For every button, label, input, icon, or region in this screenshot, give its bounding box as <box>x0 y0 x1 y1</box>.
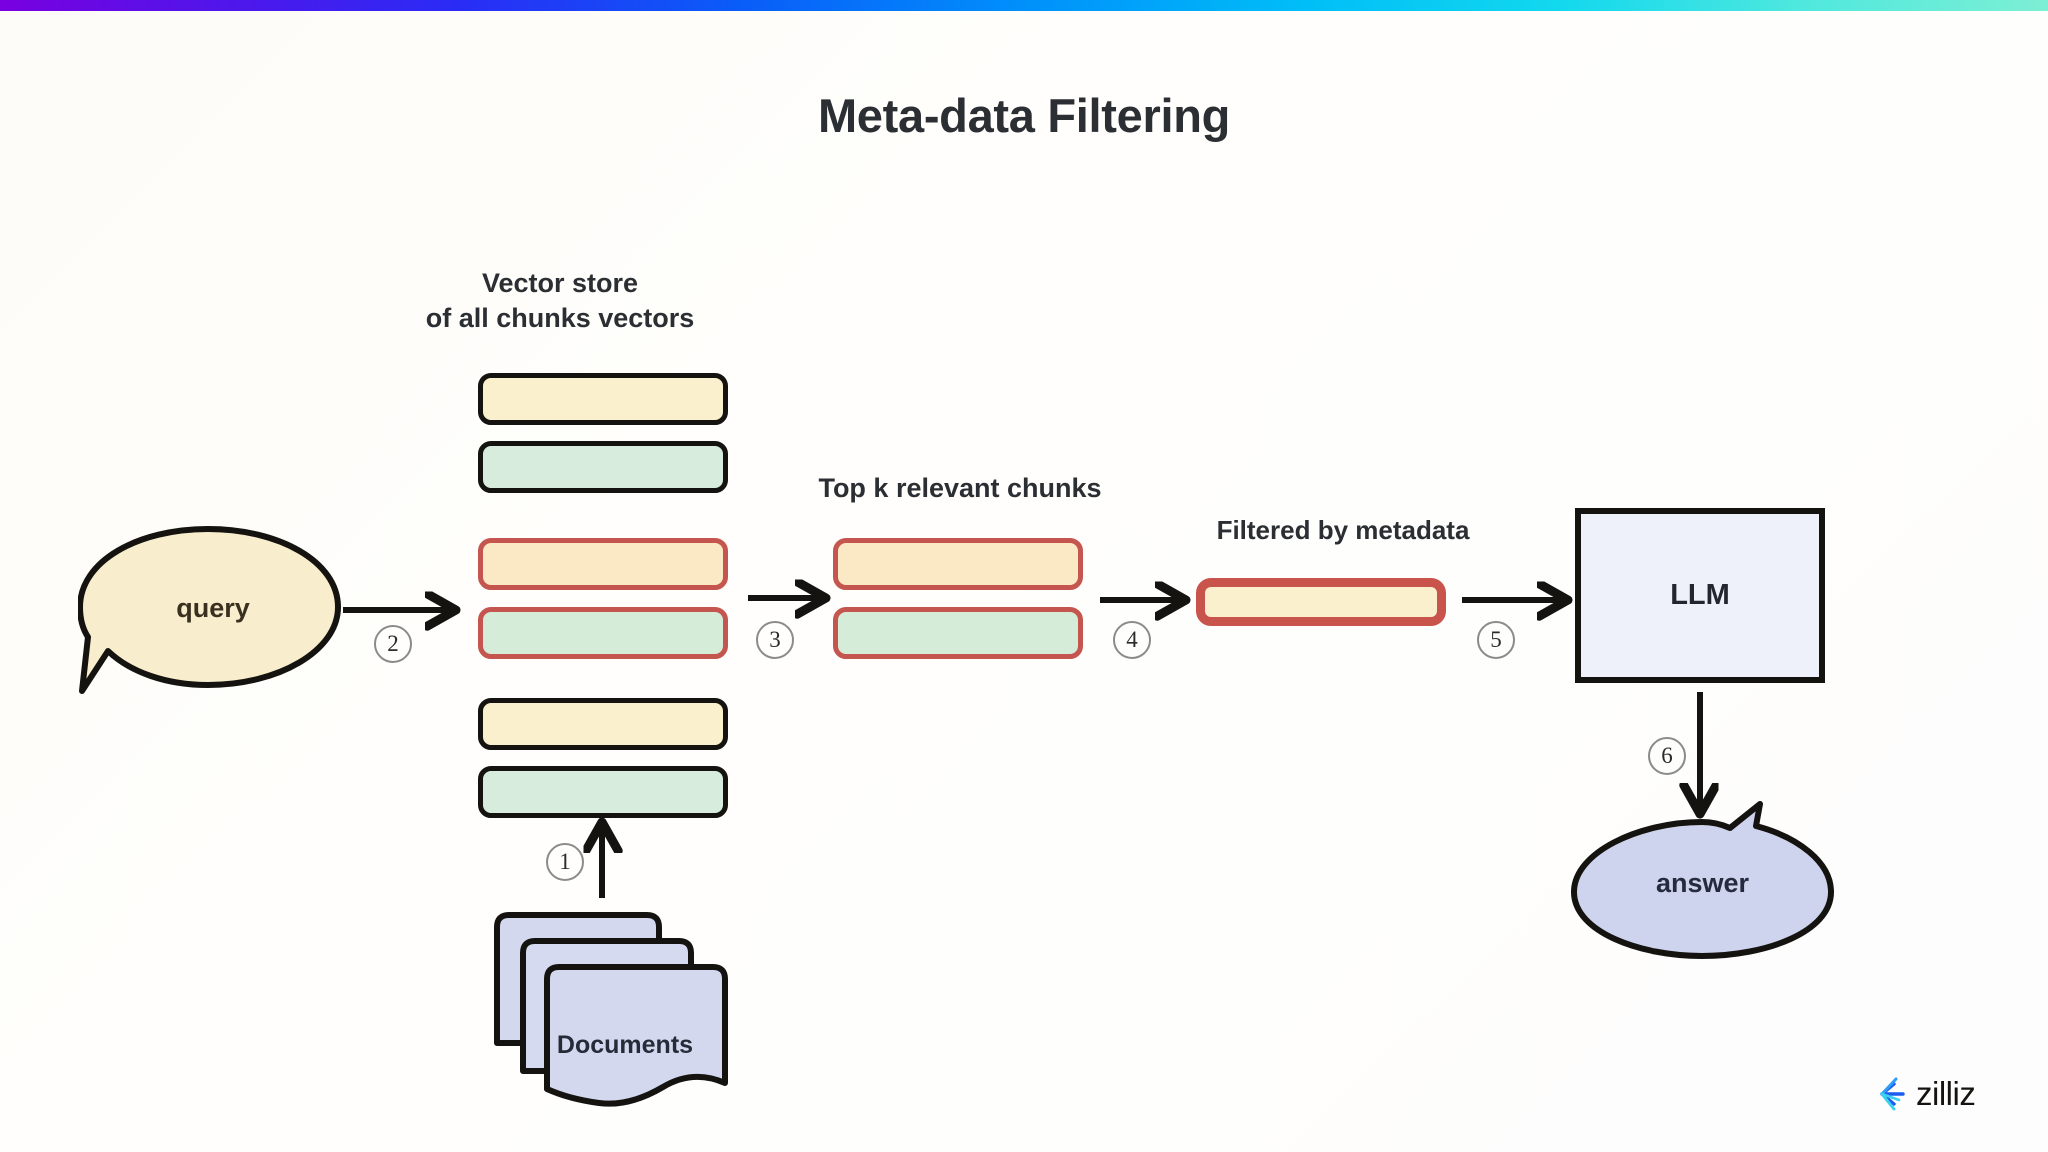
step-circle-4: 4 <box>1113 621 1151 659</box>
step-circle-3: 3 <box>756 621 794 659</box>
step-circle-6: 6 <box>1648 737 1686 775</box>
answer-bubble: answer <box>1570 800 1835 960</box>
vector-store-chunk-1 <box>478 373 728 425</box>
step-circle-5: 5 <box>1477 621 1515 659</box>
zilliz-logo-text: zilliz <box>1916 1075 1976 1112</box>
vector-store-label-line1: Vector store <box>481 268 639 298</box>
top-k-label: Top k relevant chunks <box>818 473 1102 503</box>
page-title: Meta-data Filtering <box>817 89 1231 142</box>
filtered-by-metadata-label: Filtered by metadata <box>1216 515 1470 545</box>
query-bubble-shape <box>77 526 341 694</box>
vector-store-chunk-4 <box>478 607 728 659</box>
step-circle-2-label: 2 <box>387 631 399 656</box>
filtered-chunk-1 <box>1196 578 1446 626</box>
step-circle-2: 2 <box>374 625 412 663</box>
vector-store-label: Vector store of all chunks vectors <box>380 266 740 335</box>
vector-store-chunk-2 <box>478 441 728 493</box>
step-circle-1-label: 1 <box>559 849 571 874</box>
step-circle-6-label: 6 <box>1661 743 1673 768</box>
query-bubble: query <box>77 525 348 695</box>
top-gradient-bar <box>0 0 2048 11</box>
step-circle-5-label: 5 <box>1490 627 1502 652</box>
vector-store-chunk-5 <box>478 698 728 750</box>
vector-store-chunk-3 <box>478 538 728 590</box>
step-circle-4-label: 4 <box>1126 627 1138 652</box>
vector-store-chunk-6 <box>478 766 728 818</box>
top-k-chunk-2 <box>833 607 1083 659</box>
zilliz-logo-mark <box>1880 1077 1905 1111</box>
llm-label: LLM <box>1670 579 1730 611</box>
step-circle-3-label: 3 <box>769 627 781 652</box>
step-circle-1: 1 <box>546 843 584 881</box>
llm-box: LLM <box>1575 508 1825 683</box>
documents-stack: Documents <box>485 905 765 1120</box>
top-k-chunk-1 <box>833 538 1083 590</box>
documents-shape <box>494 912 728 1107</box>
vector-store-label-line2: of all chunks vectors <box>425 302 695 333</box>
zilliz-logo: zilliz <box>1875 1075 1976 1113</box>
answer-bubble-shape <box>1571 801 1834 959</box>
